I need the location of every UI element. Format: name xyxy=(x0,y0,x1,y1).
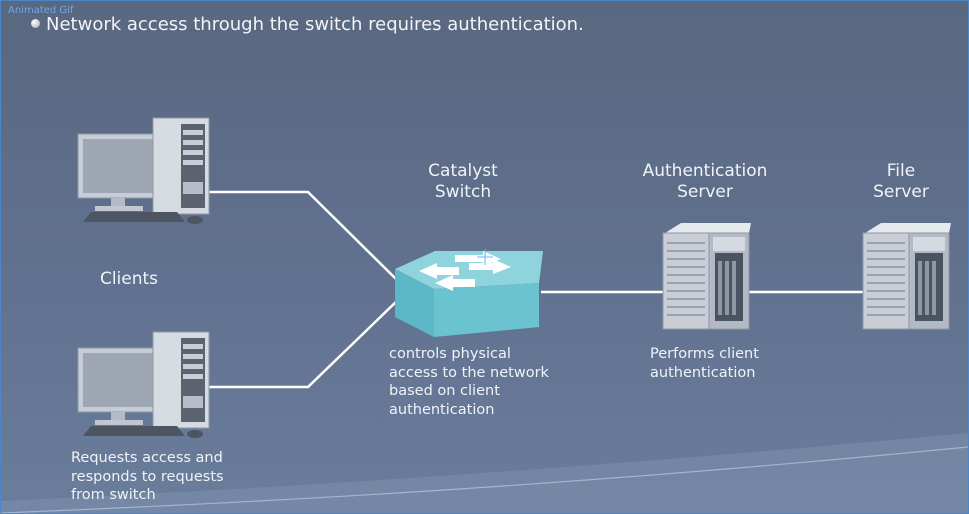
wire-client-1 xyxy=(206,190,397,280)
auth-server-note: Performs client authentication xyxy=(650,345,800,382)
wire-client-2 xyxy=(206,298,400,389)
switch-note-line: based on client xyxy=(389,383,500,399)
auth-server-note-line: Performs client xyxy=(650,346,759,362)
bullet-icon xyxy=(31,19,40,28)
catalyst-switch-label-line1: Catalyst xyxy=(428,161,498,181)
clients-note-line: responds to requests xyxy=(71,468,224,485)
authentication-server-label-line2: Server xyxy=(677,182,733,202)
bullet-text: Network access through the switch requir… xyxy=(46,14,584,35)
catalyst-switch-label-line2: Switch xyxy=(434,182,492,202)
auth-server-note-line: authentication xyxy=(650,364,756,381)
authentication-server-icon xyxy=(662,223,751,330)
switch-note-line: authentication xyxy=(389,401,495,418)
clients-label-text: Clients xyxy=(99,269,159,289)
bullet-point: Network access through the switch requir… xyxy=(31,14,584,35)
client-computer-icon-2 xyxy=(77,331,210,438)
animated-gif-tag: Animated Gif xyxy=(8,5,74,16)
file-server-label: File Server xyxy=(861,161,941,203)
file-server-icon xyxy=(862,223,951,330)
file-server-label-line1: File xyxy=(886,161,916,181)
clients-note-line: from switch xyxy=(71,487,156,503)
clients-note-line: Requests access and xyxy=(71,450,223,466)
authentication-server-label-line1: Authentication xyxy=(642,161,768,181)
clients-note: Requests access and responds to requests… xyxy=(71,449,271,505)
switch-note-line: access to the network xyxy=(389,364,549,381)
authentication-server-label: Authentication Server xyxy=(629,161,781,203)
clients-label: Clients xyxy=(89,269,169,290)
catalyst-switch-icon xyxy=(395,249,543,337)
switch-note: controls physical access to the network … xyxy=(389,345,589,419)
catalyst-switch-label: Catalyst Switch xyxy=(403,161,523,203)
client-computer-icon-1 xyxy=(77,117,210,224)
file-server-label-line2: Server xyxy=(873,182,929,202)
switch-note-line: controls physical xyxy=(389,346,511,362)
